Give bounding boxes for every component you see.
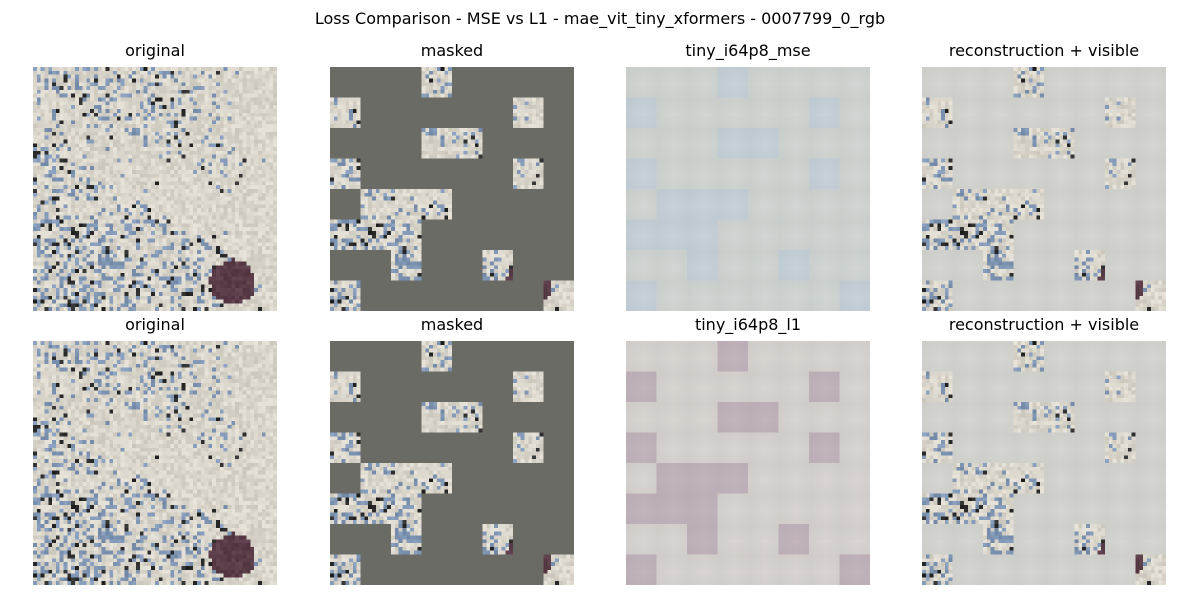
panel-title-recon-visible-row1: reconstruction + visible bbox=[948, 41, 1140, 60]
panel-masked-row2 bbox=[330, 341, 574, 585]
panel-original-row2 bbox=[33, 341, 277, 585]
panel-recon-mse bbox=[626, 67, 870, 311]
panel-title-original-row2: original bbox=[125, 315, 185, 334]
panel-title-original-row1: original bbox=[125, 41, 185, 60]
panel-original-row1 bbox=[33, 67, 277, 311]
panel-title-masked-row1: masked bbox=[420, 41, 484, 60]
panel-masked-row1 bbox=[330, 67, 574, 311]
panel-title-masked-row2: masked bbox=[420, 315, 484, 334]
panel-title-recon-mse: tiny_i64p8_mse bbox=[685, 41, 811, 60]
panel-recon-visible-row1 bbox=[922, 67, 1166, 311]
panel-recon-l1 bbox=[626, 341, 870, 585]
figure-title: Loss Comparison - MSE vs L1 - mae_vit_ti… bbox=[314, 9, 886, 28]
panel-title-recon-visible-row2: reconstruction + visible bbox=[948, 315, 1140, 334]
panel-recon-visible-row2 bbox=[922, 341, 1166, 585]
panel-title-recon-l1: tiny_i64p8_l1 bbox=[694, 315, 802, 334]
